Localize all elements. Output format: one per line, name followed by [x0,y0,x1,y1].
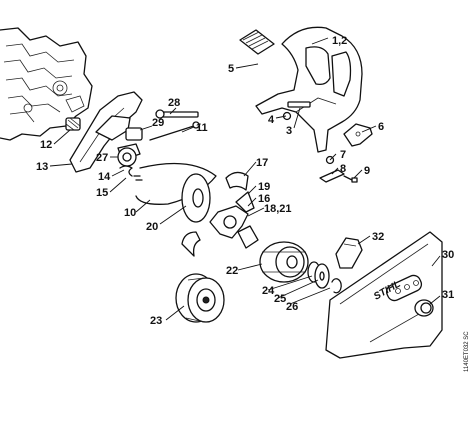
callout-5: 5 [228,63,234,75]
leader-lines [49,37,441,321]
hand-guard [65,91,143,173]
callout-25: 25 [274,293,286,305]
callout-24: 24 [262,285,275,297]
callout-3: 3 [286,125,292,137]
callout-1-2: 1,2 [332,35,347,47]
callout-26: 26 [286,301,298,313]
callout-23: 23 [150,315,162,327]
callout-9: 9 [364,165,370,177]
bolt-and-spring [149,109,201,141]
washers-24-26 [307,261,342,294]
callout-16: 16 [258,193,270,205]
callout-14: 14 [98,171,111,183]
callout-4: 4 [268,114,275,126]
callouts: 1,2 5 4 3 6 7 8 9 28 11 29 12 13 27 14 1… [36,35,454,327]
callout-15: 15 [96,187,108,199]
callout-32: 32 [372,231,384,243]
callout-20: 20 [146,221,158,233]
callout-27: 27 [96,152,108,164]
callout-17: 17 [256,157,268,169]
clutch-assembly [181,171,259,257]
chain-catcher-32 [335,237,363,269]
spur-sprocket-23 [175,273,225,323]
nut-31 [414,299,434,317]
callout-30: 30 [442,249,454,261]
washer [181,173,211,223]
brake-lever-parts [117,127,143,167]
callout-31: 31 [442,289,454,301]
callout-10: 10 [124,207,136,219]
callout-18-21: 18,21 [264,203,292,215]
callout-22: 22 [226,265,238,277]
rim-sprocket-22 [259,241,309,283]
callout-28: 28 [168,97,180,109]
callout-8: 8 [340,163,346,175]
callout-13: 13 [36,161,48,173]
handle-bolts [282,101,373,183]
callout-29: 29 [152,117,164,129]
drawing-code: 1140ET032 SC [464,331,470,372]
callout-11: 11 [196,122,208,134]
front-handle [239,26,363,153]
callout-7: 7 [340,149,346,161]
engine-housing [0,27,93,141]
callout-6: 6 [378,121,384,133]
callout-19: 19 [258,181,270,193]
callout-12: 12 [40,139,52,151]
sprocket-cover-30: STIHL [325,231,443,359]
